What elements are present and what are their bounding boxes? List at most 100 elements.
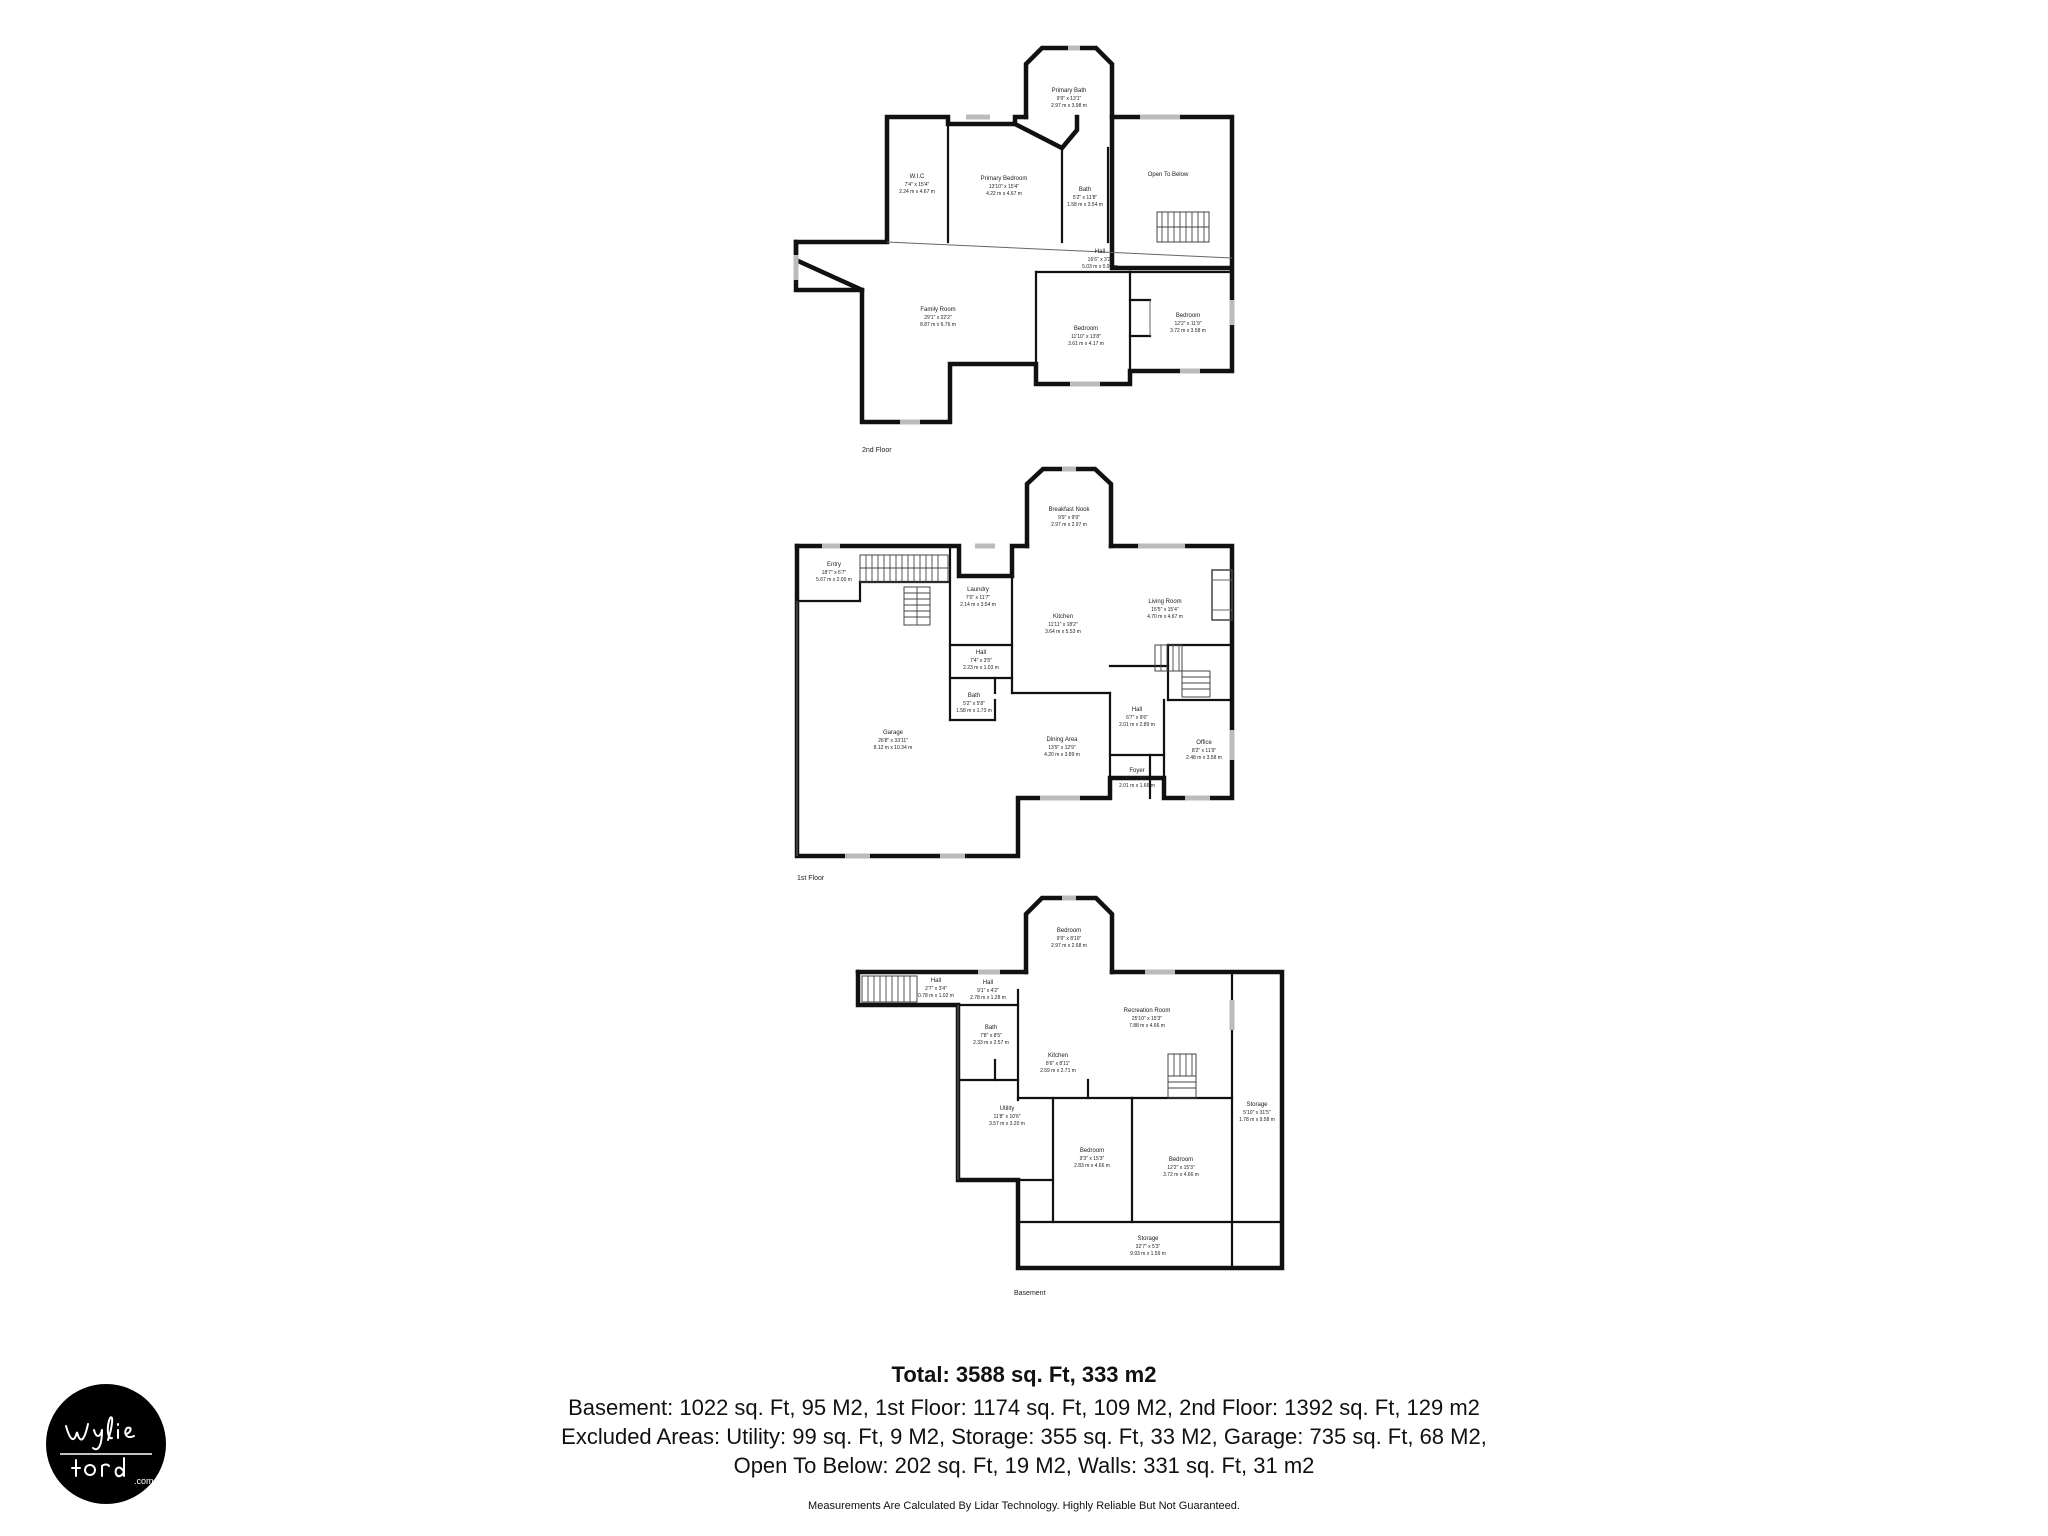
svg-text:Hall: Hall bbox=[931, 978, 941, 984]
room-label-hall-1st-b: Hall 6'7" x 9'6" 2.01 m x 2.89 m bbox=[1119, 707, 1155, 728]
svg-text:Hall: Hall bbox=[983, 980, 993, 986]
svg-text:26'8" x 33'11": 26'8" x 33'11" bbox=[878, 738, 908, 744]
svg-text:W.I.C: W.I.C bbox=[910, 174, 925, 180]
open-below-walls: Open To Below: 202 sq. Ft, 19 M2, Walls:… bbox=[733, 1453, 1315, 1478]
svg-text:0.78 m x 1.02 m: 0.78 m x 1.02 m bbox=[918, 993, 954, 999]
room-label-primary-bath: Primary Bath 9'9" x 13'1" 2.97 m x 3.98 … bbox=[1051, 88, 1087, 109]
room-label-open-to-below: Open To Below bbox=[1148, 172, 1189, 178]
svg-text:2.97 m x 3.98 m: 2.97 m x 3.98 m bbox=[1051, 103, 1087, 109]
room-label-basement-hall-a: Hall 2'7" x 3'4" 0.78 m x 1.02 m bbox=[918, 978, 954, 999]
svg-text:2.01 m x 2.89 m: 2.01 m x 2.89 m bbox=[1119, 722, 1155, 728]
room-label-basement-bath: Bath 7'8" x 8'5" 2.33 m x 2.57 m bbox=[973, 1025, 1009, 1046]
svg-text:8'6" x 8'11": 8'6" x 8'11" bbox=[1046, 1061, 1070, 1067]
logo-suffix: .com bbox=[134, 1476, 154, 1486]
svg-text:Foyer: Foyer bbox=[1129, 768, 1144, 774]
room-label-laundry: Laundry 7'0" x 11'7" 2.14 m x 3.54 m bbox=[960, 587, 996, 608]
disclaimer: Measurements Are Calculated By Lidar Tec… bbox=[808, 1500, 1240, 1512]
room-label-basement-bedroom-bay: Bedroom 9'9" x 8'10" 2.97 m x 2.68 m bbox=[1051, 928, 1087, 949]
svg-text:4.20 m x 3.89 m: 4.20 m x 3.89 m bbox=[1044, 752, 1080, 758]
svg-text:3.61 m x 4.17 m: 3.61 m x 4.17 m bbox=[1068, 341, 1104, 347]
svg-text:Bath: Bath bbox=[1079, 187, 1091, 193]
svg-text:11'11" x 18'2": 11'11" x 18'2" bbox=[1048, 622, 1078, 628]
room-label-basement-hall-b: Hall 9'1" x 4'2" 2.78 m x 1.28 m bbox=[970, 980, 1006, 1001]
room-label-basement-bedroom-b: Bedroom 12'2" x 15'3" 3.72 m x 4.66 m bbox=[1163, 1157, 1199, 1178]
svg-text:11'10" x 13'8": 11'10" x 13'8" bbox=[1071, 334, 1101, 340]
svg-text:Bath: Bath bbox=[985, 1025, 997, 1031]
room-label-storage-bottom: Storage 32'7" x 5'3" 9.93 m x 1.59 m bbox=[1130, 1236, 1166, 1257]
svg-text:4.22 m x 4.67 m: 4.22 m x 4.67 m bbox=[986, 191, 1022, 197]
svg-text:7'4" x 15'4": 7'4" x 15'4" bbox=[905, 182, 930, 188]
svg-text:Hall: Hall bbox=[1095, 249, 1105, 255]
svg-text:Bedroom: Bedroom bbox=[1057, 928, 1081, 934]
svg-text:2.24 m x 4.67 m: 2.24 m x 4.67 m bbox=[899, 189, 935, 195]
svg-text:3.72 m x 3.58 m: 3.72 m x 3.58 m bbox=[1170, 328, 1206, 334]
room-label-garage: Garage 26'8" x 33'11" 8.12 m x 10.34 m bbox=[874, 730, 913, 751]
room-label-hall-2nd: Hall 16'6" x 3'2" 5.03 m x 0.97 m bbox=[1082, 249, 1118, 270]
svg-text:5.03 m x 0.97 m: 5.03 m x 0.97 m bbox=[1082, 264, 1118, 270]
room-label-kitchen: Kitchen 11'11" x 18'2" 3.64 m x 5.53 m bbox=[1045, 614, 1081, 635]
svg-text:25'10" x 15'3": 25'10" x 15'3" bbox=[1132, 1016, 1162, 1022]
svg-text:2.01 m x 1.66 m: 2.01 m x 1.66 m bbox=[1119, 783, 1155, 789]
svg-text:9'9" x 13'1": 9'9" x 13'1" bbox=[1057, 96, 1082, 102]
svg-text:Living Room: Living Room bbox=[1148, 599, 1181, 605]
svg-text:Family Room: Family Room bbox=[920, 307, 955, 313]
room-label-bedroom-2nd-b: Bedroom 12'2" x 11'9" 3.72 m x 3.58 m bbox=[1170, 313, 1206, 334]
svg-text:29'1" x 22'2": 29'1" x 22'2" bbox=[924, 315, 952, 321]
svg-text:7'0" x 11'7": 7'0" x 11'7" bbox=[966, 595, 990, 601]
svg-text:9'1" x 4'2": 9'1" x 4'2" bbox=[977, 988, 999, 994]
svg-text:2.78 m x 1.28 m: 2.78 m x 1.28 m bbox=[970, 995, 1006, 1001]
svg-text:8'2" x 11'9": 8'2" x 11'9" bbox=[1192, 748, 1216, 754]
svg-text:5.67 m x 2.00 m: 5.67 m x 2.00 m bbox=[816, 577, 852, 583]
svg-text:2'7" x 3'4": 2'7" x 3'4" bbox=[925, 986, 947, 992]
svg-text:5'2" x 5'8": 5'2" x 5'8" bbox=[963, 701, 985, 707]
room-label-recreation-room: Recreation Room 25'10" x 15'3" 7.88 m x … bbox=[1124, 1008, 1171, 1029]
svg-text:Utility: Utility bbox=[1000, 1106, 1015, 1112]
svg-text:Office: Office bbox=[1196, 740, 1212, 746]
room-label-wic: W.I.C 7'4" x 15'4" 2.24 m x 4.67 m bbox=[899, 174, 935, 195]
room-label-entry: Entry 18'7" x 6'7" 5.67 m x 2.00 m bbox=[816, 562, 852, 583]
svg-text:2.97 m x 2.97 m: 2.97 m x 2.97 m bbox=[1051, 522, 1087, 528]
svg-text:Bedroom: Bedroom bbox=[1169, 1157, 1193, 1163]
room-label-office: Office 8'2" x 11'9" 2.48 m x 3.58 m bbox=[1186, 740, 1222, 761]
total-area: Total: 3588 sq. Ft, 333 m2 bbox=[891, 1362, 1157, 1387]
floor-plans: Primary Bath 9'9" x 13'1" 2.97 m x 3.98 … bbox=[793, 45, 1285, 1297]
svg-text:5'10" x 31'5": 5'10" x 31'5" bbox=[1243, 1110, 1271, 1116]
svg-text:Primary Bath: Primary Bath bbox=[1052, 88, 1087, 94]
svg-text:Kitchen: Kitchen bbox=[1053, 614, 1073, 620]
svg-text:2.14 m x 3.54 m: 2.14 m x 3.54 m bbox=[960, 602, 996, 608]
svg-text:Bedroom: Bedroom bbox=[1080, 1148, 1104, 1154]
room-label-primary-bedroom: Primary Bedroom 13'10" x 15'4" 4.22 m x … bbox=[981, 176, 1028, 197]
svg-text:Open To Below: Open To Below bbox=[1148, 172, 1189, 178]
room-label-bedroom-2nd-a: Bedroom 11'10" x 13'8" 3.61 m x 4.17 m bbox=[1068, 326, 1104, 347]
svg-text:Kitchen: Kitchen bbox=[1048, 1053, 1068, 1059]
svg-text:9'9" x 9'9": 9'9" x 9'9" bbox=[1058, 515, 1080, 521]
svg-text:Bedroom: Bedroom bbox=[1176, 313, 1200, 319]
svg-text:16'6" x 3'2": 16'6" x 3'2" bbox=[1088, 257, 1113, 263]
svg-text:1.78 m x 9.58 m: 1.78 m x 9.58 m bbox=[1239, 1117, 1275, 1123]
svg-text:18'7" x 6'7": 18'7" x 6'7" bbox=[822, 570, 847, 576]
svg-text:7'8" x 8'5": 7'8" x 8'5" bbox=[980, 1033, 1002, 1039]
svg-text:2.33 m x 2.57 m: 2.33 m x 2.57 m bbox=[973, 1040, 1009, 1046]
svg-text:12'2" x 15'3": 12'2" x 15'3" bbox=[1167, 1165, 1195, 1171]
svg-text:Hall: Hall bbox=[976, 650, 986, 656]
svg-text:Laundry: Laundry bbox=[967, 587, 989, 593]
room-label-basement-bedroom-a: Bedroom 9'3" x 15'3" 2.83 m x 4.66 m bbox=[1074, 1148, 1110, 1169]
svg-text:8.12 m x 10.34 m: 8.12 m x 10.34 m bbox=[874, 745, 913, 751]
svg-text:11'8" x 10'6": 11'8" x 10'6" bbox=[993, 1114, 1020, 1120]
svg-text:5'2" x 11'8": 5'2" x 11'8" bbox=[1073, 195, 1097, 201]
brand-logo: .com bbox=[46, 1384, 166, 1504]
room-label-family-room: Family Room 29'1" x 22'2" 8.87 m x 6.76 … bbox=[920, 307, 956, 328]
svg-text:13'9" x 12'9": 13'9" x 12'9" bbox=[1048, 745, 1076, 751]
svg-text:1.58 m x 3.54 m: 1.58 m x 3.54 m bbox=[1067, 202, 1103, 208]
room-label-dining-area: Dining Area 13'9" x 12'9" 4.20 m x 3.89 … bbox=[1044, 737, 1080, 758]
room-label-living-room: Living Room 15'5" x 15'4" 4.70 m x 4.67 … bbox=[1147, 599, 1183, 620]
floor-area-breakdown: Basement: 1022 sq. Ft, 95 M2, 1st Floor:… bbox=[568, 1395, 1480, 1420]
floor-plan-basement: Bedroom 9'9" x 8'10" 2.97 m x 2.68 m Hal… bbox=[855, 895, 1285, 1297]
svg-text:9'3" x 15'3": 9'3" x 15'3" bbox=[1080, 1156, 1105, 1162]
svg-text:32'7" x 5'3": 32'7" x 5'3" bbox=[1136, 1244, 1161, 1250]
svg-text:Storage: Storage bbox=[1246, 1102, 1268, 1108]
floor-label-basement: Basement bbox=[1014, 1290, 1046, 1297]
svg-text:3.72 m x 4.66 m: 3.72 m x 4.66 m bbox=[1163, 1172, 1199, 1178]
room-label-breakfast-nook: Breakfast Nook 9'9" x 9'9" 2.97 m x 2.97… bbox=[1048, 507, 1090, 528]
svg-text:6'7" x 9'6": 6'7" x 9'6" bbox=[1126, 715, 1148, 721]
